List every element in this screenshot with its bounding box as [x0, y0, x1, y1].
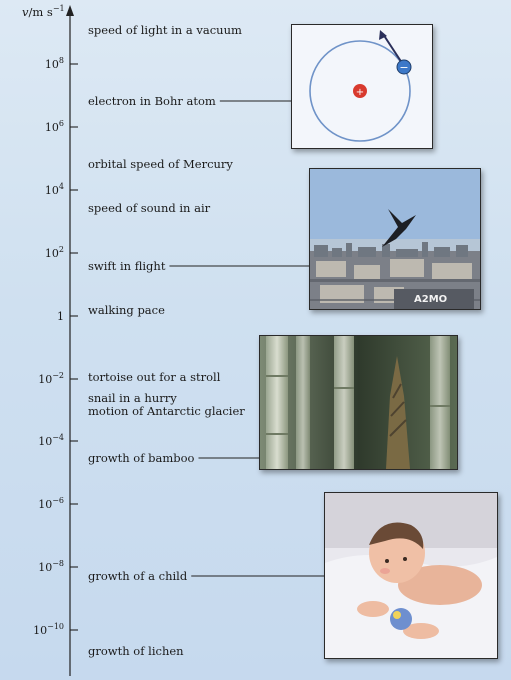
toy-ball	[390, 608, 412, 630]
speed-label-lichen: growth of lichen	[88, 644, 184, 658]
bamboo-shoot	[386, 356, 410, 469]
speed-label-snail: snail in a hurry	[88, 391, 177, 405]
axis-label-exp: −1	[53, 4, 65, 13]
speed-label-tortoise: tortoise out for a stroll	[88, 370, 221, 384]
tick-label: 1	[57, 310, 64, 323]
tick-label: 10−8	[38, 559, 64, 574]
axis-label-var: v	[22, 5, 29, 19]
electron-orbit	[309, 40, 411, 142]
nucleus-sign: +	[356, 87, 364, 98]
speed-label-child: growth of a child	[88, 569, 188, 583]
tick-label: 102	[45, 245, 64, 260]
axis-ticks: 108 106 104 102 1 10−2 10−4 10−6 10−8 10−10	[33, 56, 78, 637]
speed-label-glacier: motion of Antarctic glacier	[88, 404, 245, 418]
tick-label: 10−4	[38, 433, 64, 448]
speed-label-sound: speed of sound in air	[88, 201, 211, 215]
speed-label-mercury: orbital speed of Mercury	[88, 157, 233, 171]
speed-label-walking: walking pace	[88, 303, 165, 317]
velocity-arrowhead	[379, 30, 387, 40]
tick-label: 10−10	[33, 622, 64, 637]
speed-labels: speed of light in a vacuum electron in Bo…	[88, 23, 245, 658]
swift-over-city-photo: A2MO	[309, 168, 481, 310]
swift-bird	[382, 209, 416, 247]
bamboo-shoot-photo	[259, 335, 458, 470]
speed-label-light: speed of light in a vacuum	[88, 23, 242, 37]
axis-label: v/m s−1	[22, 4, 65, 19]
tick-label: 10−2	[38, 371, 64, 386]
axis-label-unit: /m s	[29, 5, 53, 19]
crawling-baby-photo	[324, 492, 498, 659]
baby-body	[398, 565, 482, 605]
leader-lines	[169, 100, 325, 577]
electron-sign: −	[399, 61, 408, 74]
bohr-atom-illustration: + −	[291, 24, 433, 149]
electron	[396, 59, 412, 75]
rooftop-sign: A2MO	[414, 294, 447, 305]
speed-label-swift: swift in flight	[88, 259, 166, 273]
speed-label-bamboo: growth of bamboo	[88, 451, 195, 465]
speed-label-electron: electron in Bohr atom	[88, 94, 216, 108]
tick-label: 104	[45, 182, 64, 197]
axis-arrowhead	[66, 5, 74, 16]
tick-label: 108	[45, 56, 64, 71]
tick-label: 106	[45, 119, 64, 134]
nucleus	[353, 84, 367, 98]
tick-label: 10−6	[38, 496, 64, 511]
